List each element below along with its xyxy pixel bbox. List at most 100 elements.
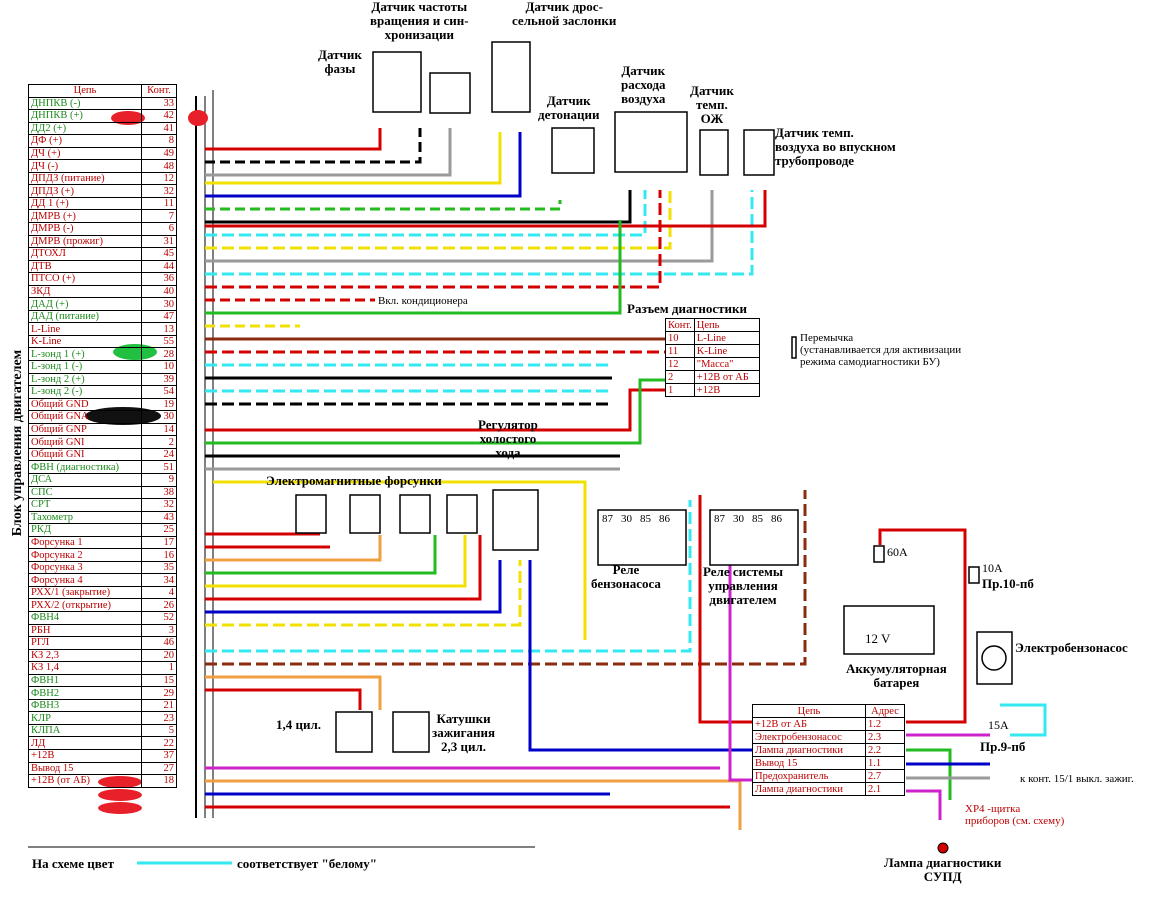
ecu-pin-circuit: РГЛ [28, 636, 142, 650]
harness-header-addr: Адрес [865, 704, 905, 718]
wire [205, 560, 502, 614]
wire [205, 675, 382, 710]
ecu-pin-circuit: РХХ/1 (закрытие) [28, 585, 142, 600]
relay-ems-body [709, 509, 799, 566]
phase-sensor-connector [372, 51, 422, 113]
harness-circuit: +12В от АБ [752, 717, 866, 731]
fuse15-name: Пр.9-пб [980, 739, 1026, 754]
ecu-pin-number: 36 [141, 272, 177, 286]
wire [205, 190, 754, 276]
legend-right: соответствует "белому" [237, 856, 377, 871]
harness-addr: 2.1 [865, 782, 905, 796]
ecu-pin-circuit: ДТВ [28, 259, 142, 274]
diag-row: 12"Масса" [665, 357, 760, 371]
ecu-pin-row: ДФ (+)8 [28, 134, 177, 148]
ecu-pin-circuit: ДПДЗ (+) [28, 184, 142, 198]
pump-label: Электробензонасос [1015, 640, 1128, 655]
ecu-pin-circuit: L-Line [28, 322, 142, 336]
wire [878, 528, 967, 724]
ecu-pin-number: 24 [141, 447, 177, 462]
ecu-pin-number: 8 [141, 134, 177, 148]
fuse10-name: Пр.10-пб [982, 576, 1034, 591]
diag-lamp [937, 842, 949, 854]
coil-left-label: 1,4 цил. [276, 717, 322, 732]
diag-row: 1+12В [665, 383, 760, 397]
ecu-pin-circuit: ДМРВ (+) [28, 209, 142, 223]
legend-left: На схеме цвет [32, 856, 114, 871]
harness-addr: 2.3 [865, 730, 905, 744]
wire [528, 560, 752, 752]
ecu-pin-circuit: ДФ (+) [28, 134, 142, 148]
harness-circuit: Лампа диагностики [752, 743, 866, 757]
wire [205, 220, 622, 315]
ecu-pin-circuit: КЛПА [28, 723, 142, 738]
ignition-note: к конт. 15/1 выкл. зажиг. [1020, 773, 1134, 785]
ecu-pin-circuit: L-зонд 2 (+) [28, 372, 142, 387]
ecu-pin-number: 44 [141, 259, 177, 274]
ecu-pin-circuit: ДПДЗ (питание) [28, 171, 142, 186]
relay-pump-label: Реле бензонасоса [591, 562, 661, 591]
ecu-pin-circuit: Общий GND [28, 397, 142, 412]
ecu-pin-row: +12В (от АБ)18 [28, 774, 177, 788]
battery-body [843, 605, 935, 655]
relay-pin-label: 85 [640, 513, 651, 525]
wire [205, 190, 647, 237]
ecu-pin-number: 51 [141, 460, 177, 474]
ecu-pin-row: ДД2 (+)41 [28, 121, 177, 136]
ecu-pin-number: 42 [141, 109, 177, 123]
diag-pin: 2 [665, 370, 695, 384]
ecu-pin-circuit: ФВН3 [28, 698, 142, 713]
ecu-pin-row: L-зонд 2 (-)54 [28, 385, 177, 399]
ecu-pin-circuit: ФВН4 [28, 610, 142, 625]
ecu-pin-number: 10 [141, 360, 177, 374]
ecu-pin-circuit: +12В (от АБ) [28, 774, 142, 788]
ecu-pin-circuit: L-зонд 2 (-) [28, 385, 142, 399]
ecu-pin-row: ДЧ (-)48 [28, 159, 177, 173]
fuse-10 [968, 566, 980, 584]
ecu-pin-circuit: СРТ [28, 498, 142, 512]
ecu-pin-number: 32 [141, 184, 177, 198]
ecu-pin-number: 45 [141, 247, 177, 261]
ecu-pin-number: 49 [141, 146, 177, 161]
coil-1-4 [335, 711, 373, 753]
ecu-pin-number: 30 [141, 297, 177, 311]
ecu-pin-number: 29 [141, 686, 177, 700]
intake-temp-sensor-label: Датчик темп. воздуха во впускном трубопр… [775, 125, 896, 168]
ecu-pin-circuit: Форсунка 2 [28, 548, 142, 562]
relay-pin-label: 86 [771, 513, 782, 525]
ecu-pin-number: 30 [141, 410, 177, 424]
ecu-pin-circuit: Форсунка 4 [28, 573, 142, 587]
injector-3 [399, 494, 431, 534]
wire [205, 132, 522, 198]
ecu-pin-number: 40 [141, 284, 177, 299]
ecu-pin-row: L-зонд 2 (+)39 [28, 372, 177, 387]
ecu-pin-circuit: ПТСО (+) [28, 272, 142, 286]
relay-pin-label: 30 [733, 513, 744, 525]
red-mark [188, 110, 208, 126]
fuse-60 [873, 545, 885, 563]
phase-sensor-label: Датчик фазы [318, 47, 362, 76]
ecu-title: Блок управления двигателем [10, 349, 25, 537]
wire [205, 190, 714, 263]
wire [1000, 703, 1047, 737]
ecu-pin-number: 55 [141, 334, 177, 349]
ecu-header-circuit: Цепь [28, 84, 142, 98]
relay-pin-label: 87 [714, 513, 725, 525]
ecu-pin-number: 37 [141, 749, 177, 763]
